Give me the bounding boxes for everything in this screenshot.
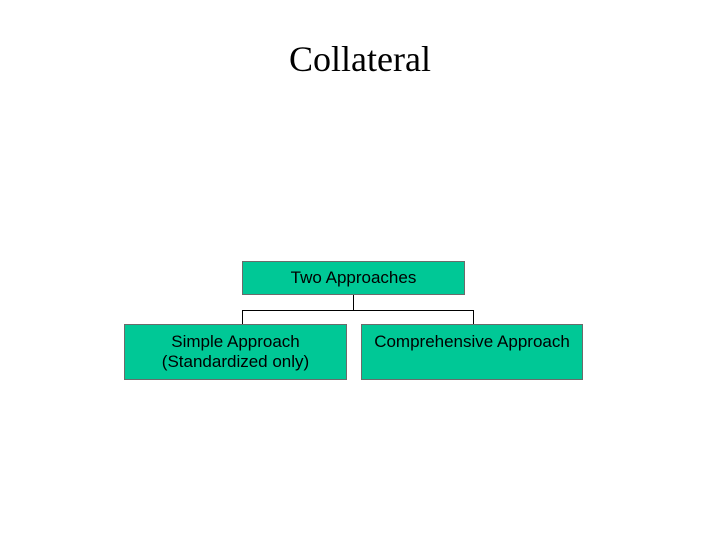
connector-root-stem	[353, 295, 354, 310]
root-node-label: Two Approaches	[290, 268, 417, 287]
child-node-label-line1: Comprehensive Approach	[374, 332, 570, 351]
connector-left-drop	[242, 310, 243, 324]
child-node-label-line1: Simple Approach	[171, 332, 300, 351]
connector-right-drop	[473, 310, 474, 324]
child-node-label-line2: (Standardized only)	[161, 352, 310, 371]
root-node-two-approaches: Two Approaches	[242, 261, 465, 295]
connector-horizontal-bar	[242, 310, 474, 311]
child-node-simple-approach: Simple Approach (Standardized only)	[124, 324, 347, 380]
slide-title: Collateral	[289, 39, 431, 79]
child-node-comprehensive-approach: Comprehensive Approach	[361, 324, 583, 380]
